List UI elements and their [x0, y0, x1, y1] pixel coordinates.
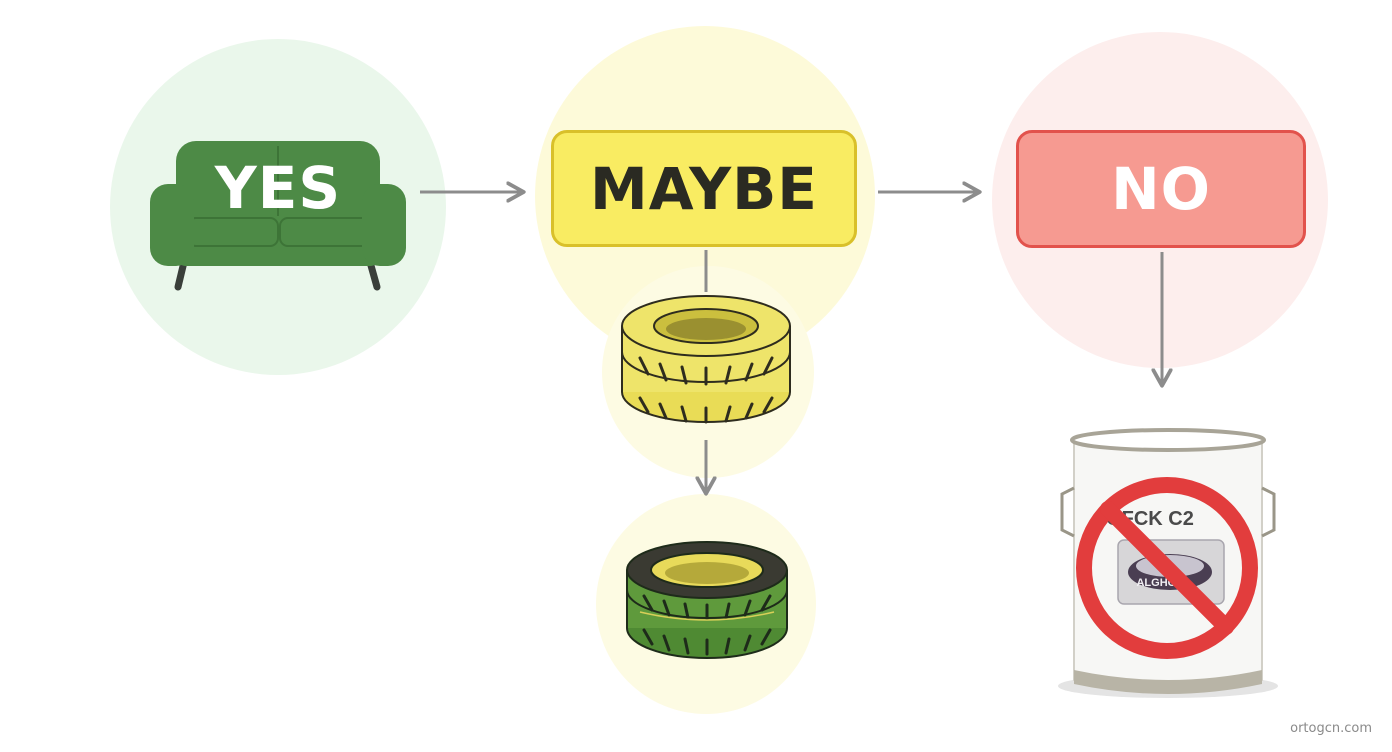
no-label-box: NO	[1016, 130, 1306, 248]
yellow-tire-icon	[621, 295, 791, 424]
watermark: ortogcn.com	[1290, 721, 1372, 736]
yes-label: YES	[214, 154, 342, 222]
green-tire-icon	[626, 541, 788, 659]
prohibited-icon	[1076, 477, 1258, 659]
maybe-label: MAYBE	[590, 154, 818, 223]
sofa-icon	[150, 141, 406, 291]
maybe-label-box: MAYBE	[551, 130, 857, 247]
no-label: NO	[1111, 155, 1211, 223]
